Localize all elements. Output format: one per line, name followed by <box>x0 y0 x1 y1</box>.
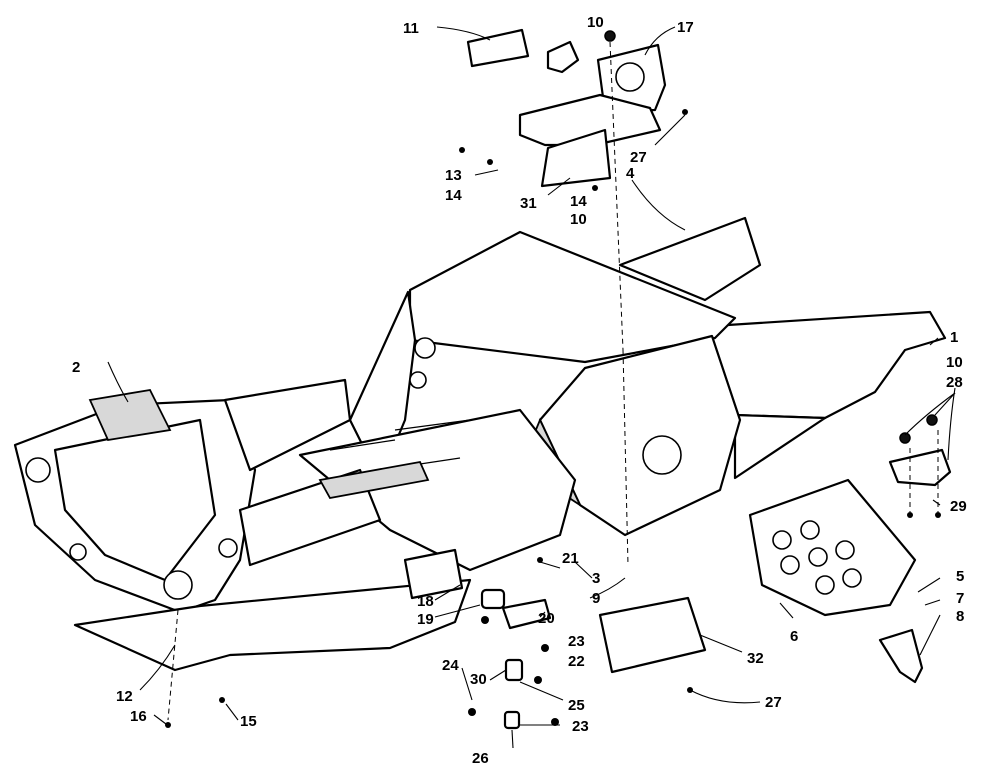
callout-20: 20 <box>538 610 555 627</box>
front-suspension-part <box>13 378 430 614</box>
footrest-part <box>748 478 917 617</box>
callout-18: 18 <box>417 593 434 610</box>
callout-9: 9 <box>592 590 600 607</box>
callout-4: 4 <box>626 165 635 182</box>
fasteners <box>165 30 941 728</box>
callout-7: 7 <box>956 590 964 607</box>
callout-24: 24 <box>442 657 459 674</box>
bracket-28 <box>888 448 952 487</box>
leader-lines <box>107 26 956 749</box>
callout-5: 5 <box>956 568 964 585</box>
callout-27: 27 <box>630 149 647 166</box>
callout-23: 23 <box>568 633 585 650</box>
callout-22: 22 <box>568 653 585 670</box>
callout-6: 6 <box>790 628 798 645</box>
callout-19: 19 <box>417 611 434 628</box>
callout-11: 11 <box>403 20 419 37</box>
callout-32: 32 <box>747 650 764 667</box>
plate-part <box>466 28 580 74</box>
callout-10: 10 <box>587 14 604 31</box>
steering-bracket-part <box>518 43 667 188</box>
callout-25: 25 <box>568 697 585 714</box>
callout-28: 28 <box>946 374 963 391</box>
callout-30: 30 <box>470 671 487 688</box>
callout-8: 8 <box>956 608 964 625</box>
callout-29: 29 <box>950 498 967 515</box>
callout-13: 13 <box>445 167 462 184</box>
callout-16: 16 <box>130 708 147 725</box>
callout-15: 15 <box>240 713 257 730</box>
callout-3: 3 <box>592 570 600 587</box>
side-plate-part <box>598 596 707 674</box>
assembly-lines <box>167 41 939 721</box>
callout-10: 10 <box>570 211 587 228</box>
bracket-8 <box>878 628 924 684</box>
shock-linkage-part <box>403 548 552 730</box>
callout-labels: 11 10 17 27 4 13 14 31 14 10 1 10 28 2 2… <box>72 14 967 767</box>
main-frame-part <box>298 216 947 572</box>
callout-21: 21 <box>562 550 579 567</box>
callout-1: 1 <box>950 329 958 346</box>
callout-27: 27 <box>765 694 782 711</box>
callout-23: 23 <box>572 718 589 735</box>
callout-2: 2 <box>72 359 80 376</box>
callout-14: 14 <box>445 187 462 204</box>
callout-17: 17 <box>677 19 694 36</box>
callout-14: 14 <box>570 193 587 210</box>
callout-12: 12 <box>116 688 133 705</box>
callout-26: 26 <box>472 750 489 767</box>
callout-31: 31 <box>520 195 537 212</box>
callout-10: 10 <box>946 354 963 371</box>
